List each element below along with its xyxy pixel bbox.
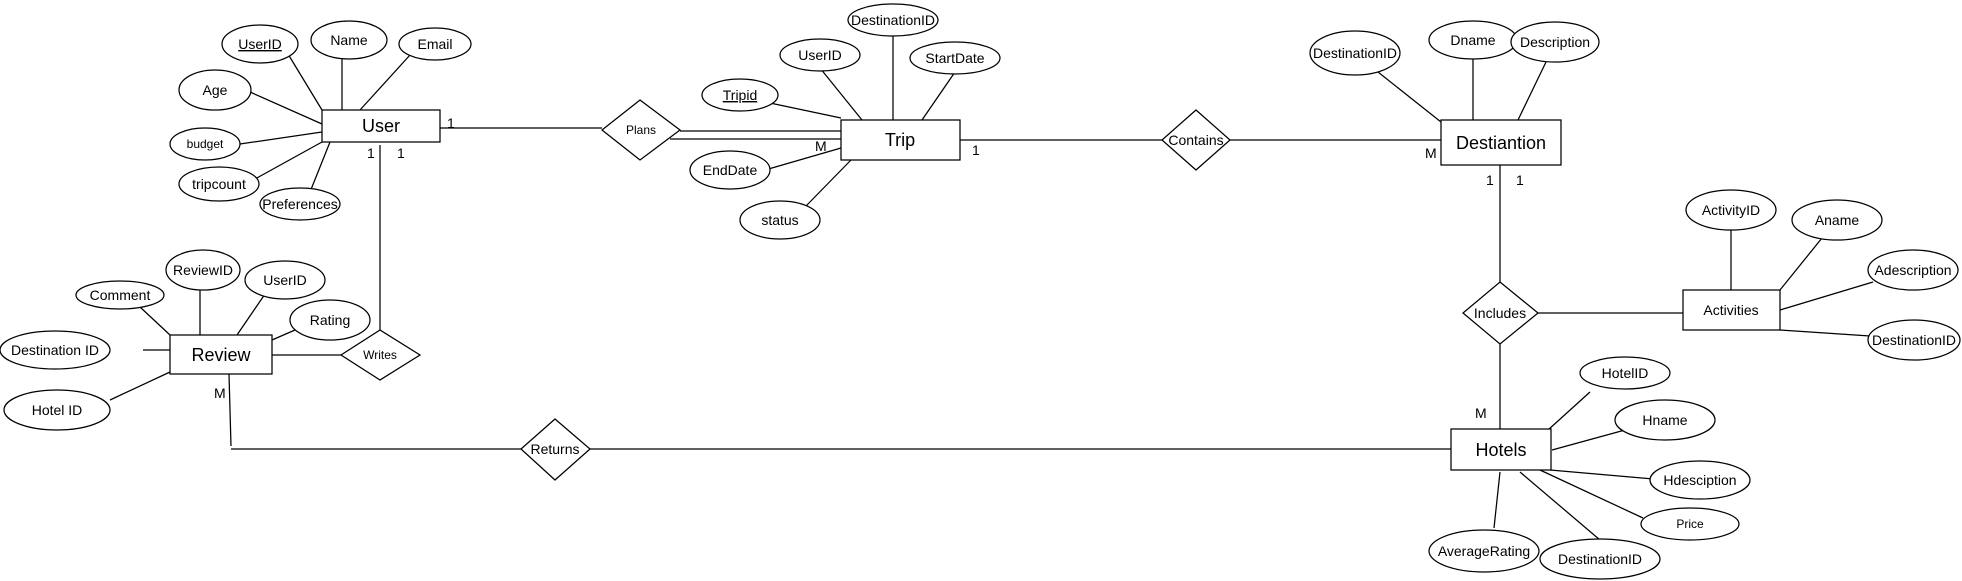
attr-destination-destinationid-label: DestinationID [1313,45,1397,61]
entity-destination[interactable]: Destiantion [1440,119,1562,166]
attr-activities-activityid[interactable]: ActivityID [1685,189,1777,231]
attr-trip-status-label: status [761,212,798,228]
attr-hotels-averagerating-label: AverageRating [1438,543,1530,559]
attr-review-reviewid-label: ReviewID [173,262,233,278]
attr-destination-dname[interactable]: Dname [1428,20,1518,60]
attr-trip-enddate-label: EndDate [703,162,758,178]
attr-trip-destinationid-label: DestinationID [851,12,935,28]
cardinality-hotels-includes: M [1475,405,1487,421]
attr-activities-aname[interactable]: Aname [1791,199,1883,241]
attr-activities-destinationid[interactable]: DestinationID [1867,319,1961,361]
attr-destination-dname-label: Dname [1450,32,1495,48]
attr-user-preferences[interactable]: Preferences [259,187,341,221]
attr-activities-destinationid-label: DestinationID [1872,332,1956,348]
attr-user-preferences-label: Preferences [262,196,337,212]
entity-activities[interactable]: Activities [1682,289,1781,331]
attr-user-age[interactable]: Age [178,69,252,111]
relationship-writes-label: Writes [363,348,397,362]
attr-trip-status[interactable]: status [739,200,821,240]
attr-hotels-hotelid[interactable]: HotelID [1579,356,1671,390]
attr-user-userid[interactable]: UserID [221,24,299,64]
cardinality-destination-includes-a: 1 [1486,172,1494,188]
attr-hotels-averagerating[interactable]: AverageRating [1428,529,1540,573]
relationship-contains-label: Contains [1168,132,1223,148]
attr-review-destinationid[interactable]: Destination ID [0,330,111,370]
entity-destination-label: Destiantion [1456,133,1546,153]
attr-user-email-label: Email [417,36,452,52]
entity-hotels[interactable]: Hotels [1450,428,1552,471]
attr-review-destinationid-label: Destination ID [11,342,99,358]
relationship-plans-label: Plans [626,123,656,137]
attr-trip-tripid-label: Tripid [723,87,758,103]
attr-activities-activityid-label: ActivityID [1702,202,1760,218]
attr-trip-destinationid[interactable]: DestinationID [847,3,939,37]
attr-trip-tripid[interactable]: Tripid [701,78,779,112]
attr-trip-userid-label: UserID [798,47,842,63]
attr-hotels-destinationid-label: DestinationID [1558,551,1642,567]
attr-review-hotelid-label: Hotel ID [32,402,83,418]
relationship-writes[interactable]: Writes [339,329,422,381]
attr-trip-startdate-label: StartDate [925,50,984,66]
attr-user-userid-label: UserID [238,36,282,52]
attr-hotels-hotelid-label: HotelID [1602,365,1649,381]
cardinality-user-writes-a: 1 [367,145,375,161]
entity-hotels-label: Hotels [1475,440,1526,460]
relationship-includes-label: Includes [1474,305,1526,321]
entity-user-label: User [362,116,400,136]
relationship-plans[interactable]: Plans [600,99,682,161]
attr-activities-aname-label: Aname [1815,212,1860,228]
attr-destination-description[interactable]: Description [1510,21,1600,63]
attr-review-rating[interactable]: Rating [289,299,371,341]
cardinality-user-writes-b: 1 [397,145,405,161]
attr-user-tripcount[interactable]: tripcount [178,166,260,202]
relationship-contains[interactable]: Contains [1161,109,1231,171]
cardinality-review-returns: M [214,385,226,401]
attr-destination-description-label: Description [1520,34,1590,50]
attr-activities-adescription-label: Adescription [1874,262,1951,278]
attr-user-name[interactable]: Name [310,20,388,60]
attr-hotels-price-label: Price [1676,517,1704,531]
attr-user-name-label: Name [330,32,368,48]
attr-trip-startdate[interactable]: StartDate [909,41,1001,75]
attr-hotels-hname[interactable]: Hname [1614,399,1716,441]
attr-review-comment[interactable]: Comment [75,280,165,310]
cardinality-destination-includes-b: 1 [1516,172,1524,188]
entity-trip[interactable]: Trip [840,119,961,161]
attr-destination-destinationid[interactable]: DestinationID [1309,30,1401,76]
attr-review-userid[interactable]: UserID [244,260,326,300]
cardinality-trip-plans: M [815,138,827,154]
attr-trip-enddate[interactable]: EndDate [689,150,771,190]
attr-review-reviewid[interactable]: ReviewID [165,249,241,291]
attr-review-hotelid[interactable]: Hotel ID [3,389,111,431]
relationship-includes[interactable]: Includes [1462,281,1539,345]
attr-activities-adescription[interactable]: Adescription [1867,249,1959,291]
attr-user-tripcount-label: tripcount [192,176,246,192]
attr-hotels-hdescription[interactable]: Hdesciption [1649,460,1751,500]
relationship-returns[interactable]: Returns [520,418,591,481]
entity-review-label: Review [191,345,251,365]
entity-review[interactable]: Review [169,334,273,375]
attr-user-email[interactable]: Email [398,27,472,61]
attr-hotels-destinationid[interactable]: DestinationID [1539,538,1661,580]
attr-trip-userid[interactable]: UserID [779,38,861,72]
attr-hotels-hname-label: Hname [1642,412,1687,428]
attr-hotels-price[interactable]: Price [1640,507,1740,541]
attr-user-budget-label: budget [187,137,224,151]
connector-lines [109,33,1874,541]
attr-review-comment-label: Comment [90,287,151,303]
attr-review-userid-label: UserID [263,272,307,288]
attr-user-budget[interactable]: budget [169,127,241,161]
attr-user-age-label: Age [203,82,228,98]
relationship-returns-label: Returns [530,441,579,457]
entity-trip-label: Trip [885,130,915,150]
attr-review-rating-label: Rating [310,312,350,328]
cardinality-trip-contains: 1 [972,142,980,158]
entity-user[interactable]: User [321,109,441,143]
attr-hotels-hdescription-label: Hdesciption [1663,472,1736,488]
entity-activities-label: Activities [1703,302,1758,318]
cardinality-destination-contains: M [1425,145,1437,161]
cardinality-user-plans: 1 [447,115,455,131]
